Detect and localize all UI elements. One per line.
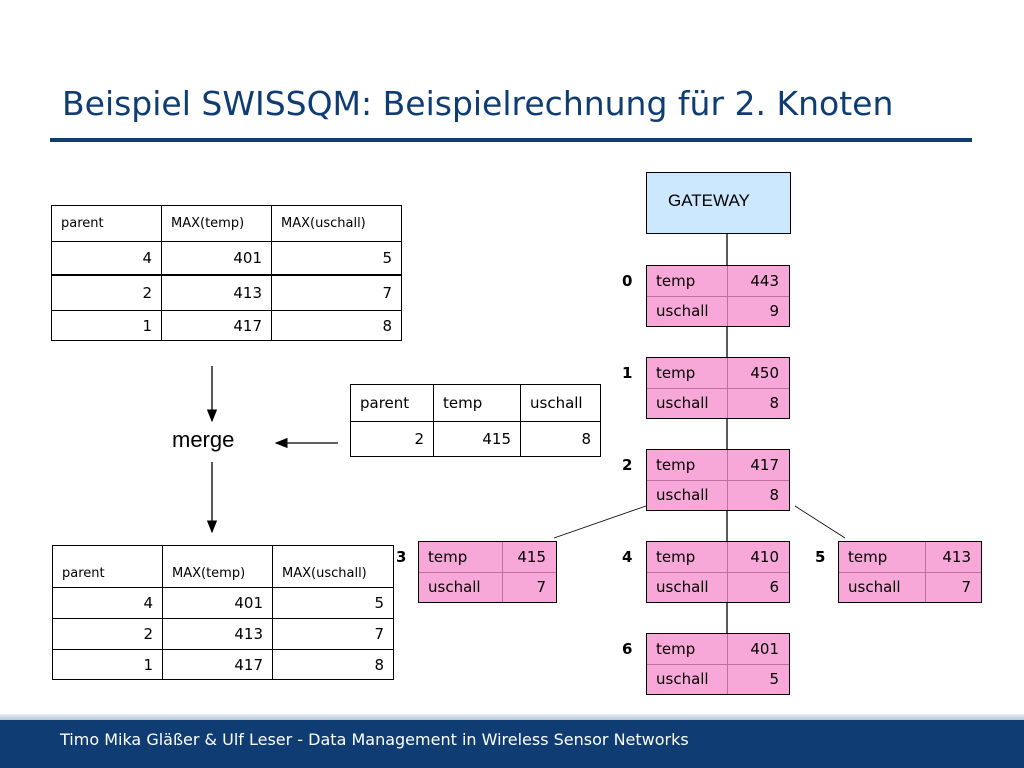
uschall-label: uschall [656,302,709,320]
merge-label: merge [172,427,235,452]
uschall-value: 5 [769,670,779,688]
cell-uschall: 7 [272,618,394,650]
sensor-node-5: temp 413 uschall 7 [838,541,982,603]
node-id-3: 3 [396,548,407,566]
cell-parent: 4 [52,587,163,619]
node-id-5: 5 [815,548,826,566]
temp-value: 415 [517,548,546,566]
temp-value: 443 [750,272,779,290]
uschall-value: 7 [536,578,546,596]
cell-temp: 401 [162,587,273,619]
slide-title: Beispiel SWISSQM: Beispielrechnung für 2… [62,84,894,123]
header-max-temp: MAX(temp) [161,205,272,242]
temp-value: 410 [750,548,779,566]
uschall-value: 8 [769,394,779,412]
cell-uschall: 5 [271,241,402,275]
temp-label: temp [848,548,888,566]
uschall-label: uschall [656,670,709,688]
uschall-value: 6 [769,578,779,596]
sensor-node-1: temp 450 uschall 8 [646,357,790,419]
table-row: 2 413 7 [52,618,394,650]
uschall-label: uschall [848,578,901,596]
cell-temp: 413 [161,273,272,311]
cell-uschall: 5 [272,587,394,619]
node-id-1: 1 [622,364,633,382]
footer-band [0,714,1024,720]
top-aggregate-table: parent MAX(temp) MAX(uschall) 4 401 5 2 … [51,205,402,341]
cell-temp: 417 [161,310,272,341]
cell-temp: 413 [162,618,273,650]
header-parent: parent [51,205,162,242]
node-id-4: 4 [622,548,633,566]
cell-uschall: 8 [272,649,394,680]
table-row: 4 401 5 [51,241,402,275]
sensor-node-3: temp 415 uschall 7 [418,541,557,603]
sensor-node-2: temp 417 uschall 8 [646,449,790,511]
footer-bar [0,720,1024,768]
merged-result-table: parent MAX(temp) MAX(uschall) 4 401 5 2 … [52,545,394,680]
cell-parent: 1 [52,649,163,680]
sensor-node-0: temp 443 uschall 9 [646,265,790,327]
cell-uschall: 8 [520,421,601,457]
header-max-uschall: MAX(uschall) [272,545,394,588]
footer-text: Timo Mika Gläßer & Ulf Leser - Data Mana… [60,730,689,749]
node-id-0: 0 [622,272,633,290]
table-row: 1 417 8 [51,310,402,341]
temp-label: temp [656,640,696,658]
cell-uschall: 8 [271,310,402,341]
temp-value: 450 [750,364,779,382]
uschall-value: 8 [769,486,779,504]
cell-uschall: 7 [271,273,402,311]
link-node2-node3 [553,505,647,539]
cell-parent: 1 [51,310,162,341]
temp-value: 401 [750,640,779,658]
temp-label: temp [428,548,468,566]
header-parent: parent [350,384,434,422]
cell-temp: 415 [433,421,521,457]
gateway-node: GATEWAY [646,172,791,234]
temp-label: temp [656,272,696,290]
cell-parent: 2 [52,618,163,650]
temp-value: 417 [750,456,779,474]
node-id-6: 6 [622,640,633,658]
table-row: 2 413 7 [51,273,402,311]
header-max-uschall: MAX(uschall) [271,205,402,242]
table-row: 4 401 5 [52,587,394,619]
sensor-node-4: temp 410 uschall 6 [646,541,790,603]
incoming-tuple-table: parent temp uschall 2 415 8 [350,384,601,457]
uschall-label: uschall [656,394,709,412]
header-parent: parent [52,545,163,588]
temp-label: temp [656,364,696,382]
node-id-2: 2 [622,456,633,474]
temp-label: temp [656,456,696,474]
gateway-label: GATEWAY [668,191,750,210]
sensor-node-6: temp 401 uschall 5 [646,633,790,695]
link-node2-node5 [794,505,846,539]
header-uschall: uschall [520,384,601,422]
uschall-value: 9 [769,302,779,320]
uschall-label: uschall [428,578,481,596]
cell-parent: 2 [51,273,162,311]
cell-temp: 417 [162,649,273,680]
header-temp: temp [433,384,521,422]
uschall-label: uschall [656,486,709,504]
uschall-value: 7 [961,578,971,596]
title-divider [50,138,972,142]
temp-label: temp [656,548,696,566]
table-row: 2 415 8 [350,421,601,457]
table-row: 1 417 8 [52,649,394,680]
header-max-temp: MAX(temp) [162,545,273,588]
cell-parent: 2 [350,421,434,457]
uschall-label: uschall [656,578,709,596]
cell-parent: 4 [51,241,162,275]
cell-temp: 401 [161,241,272,275]
temp-value: 413 [942,548,971,566]
